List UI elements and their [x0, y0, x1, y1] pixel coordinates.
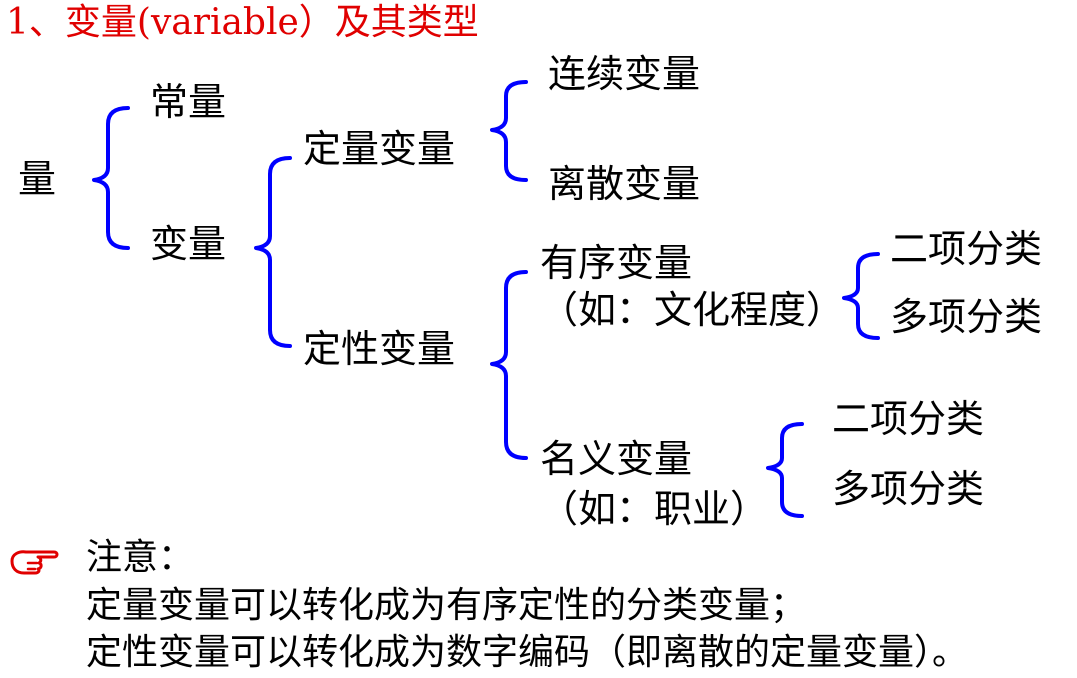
note-label: 注意：	[86, 537, 195, 578]
node-ordinal-variable: 有序变量	[540, 241, 693, 285]
node-continuous-variable: 连续变量	[548, 52, 701, 96]
note-line-2: 定性变量可以转化成为数字编码（即离散的定量变量）。	[86, 632, 969, 673]
pointing-hand-icon	[10, 550, 59, 575]
node-ordinal-binary: 二项分类	[890, 227, 1043, 271]
brace-quantitative	[490, 80, 528, 182]
brace-root	[92, 106, 130, 250]
node-nominal-binary: 二项分类	[832, 397, 985, 441]
node-constant: 常量	[150, 80, 227, 124]
brace-qualitative	[490, 270, 528, 460]
note-line-1: 定量变量可以转化成为有序定性的分类变量；	[86, 585, 807, 626]
node-ordinal-multi: 多项分类	[890, 295, 1043, 339]
slide-title: 1、变量(variable）及其类型	[6, 2, 479, 43]
node-quantitative-variable: 定量变量	[303, 127, 456, 171]
brace-ordinal	[842, 252, 880, 340]
node-nominal-example: （如：职业）	[540, 487, 769, 531]
node-nominal-multi: 多项分类	[832, 467, 985, 511]
node-variable: 变量	[150, 222, 227, 266]
brace-nominal	[766, 422, 804, 518]
node-ordinal-example: （如：文化程度）	[540, 288, 845, 332]
node-qualitative-variable: 定性变量	[303, 327, 456, 371]
brace-variable	[254, 156, 292, 348]
node-nominal-variable: 名义变量	[540, 437, 693, 481]
node-discrete-variable: 离散变量	[548, 162, 701, 206]
root-node-quantity: 量	[18, 157, 57, 201]
